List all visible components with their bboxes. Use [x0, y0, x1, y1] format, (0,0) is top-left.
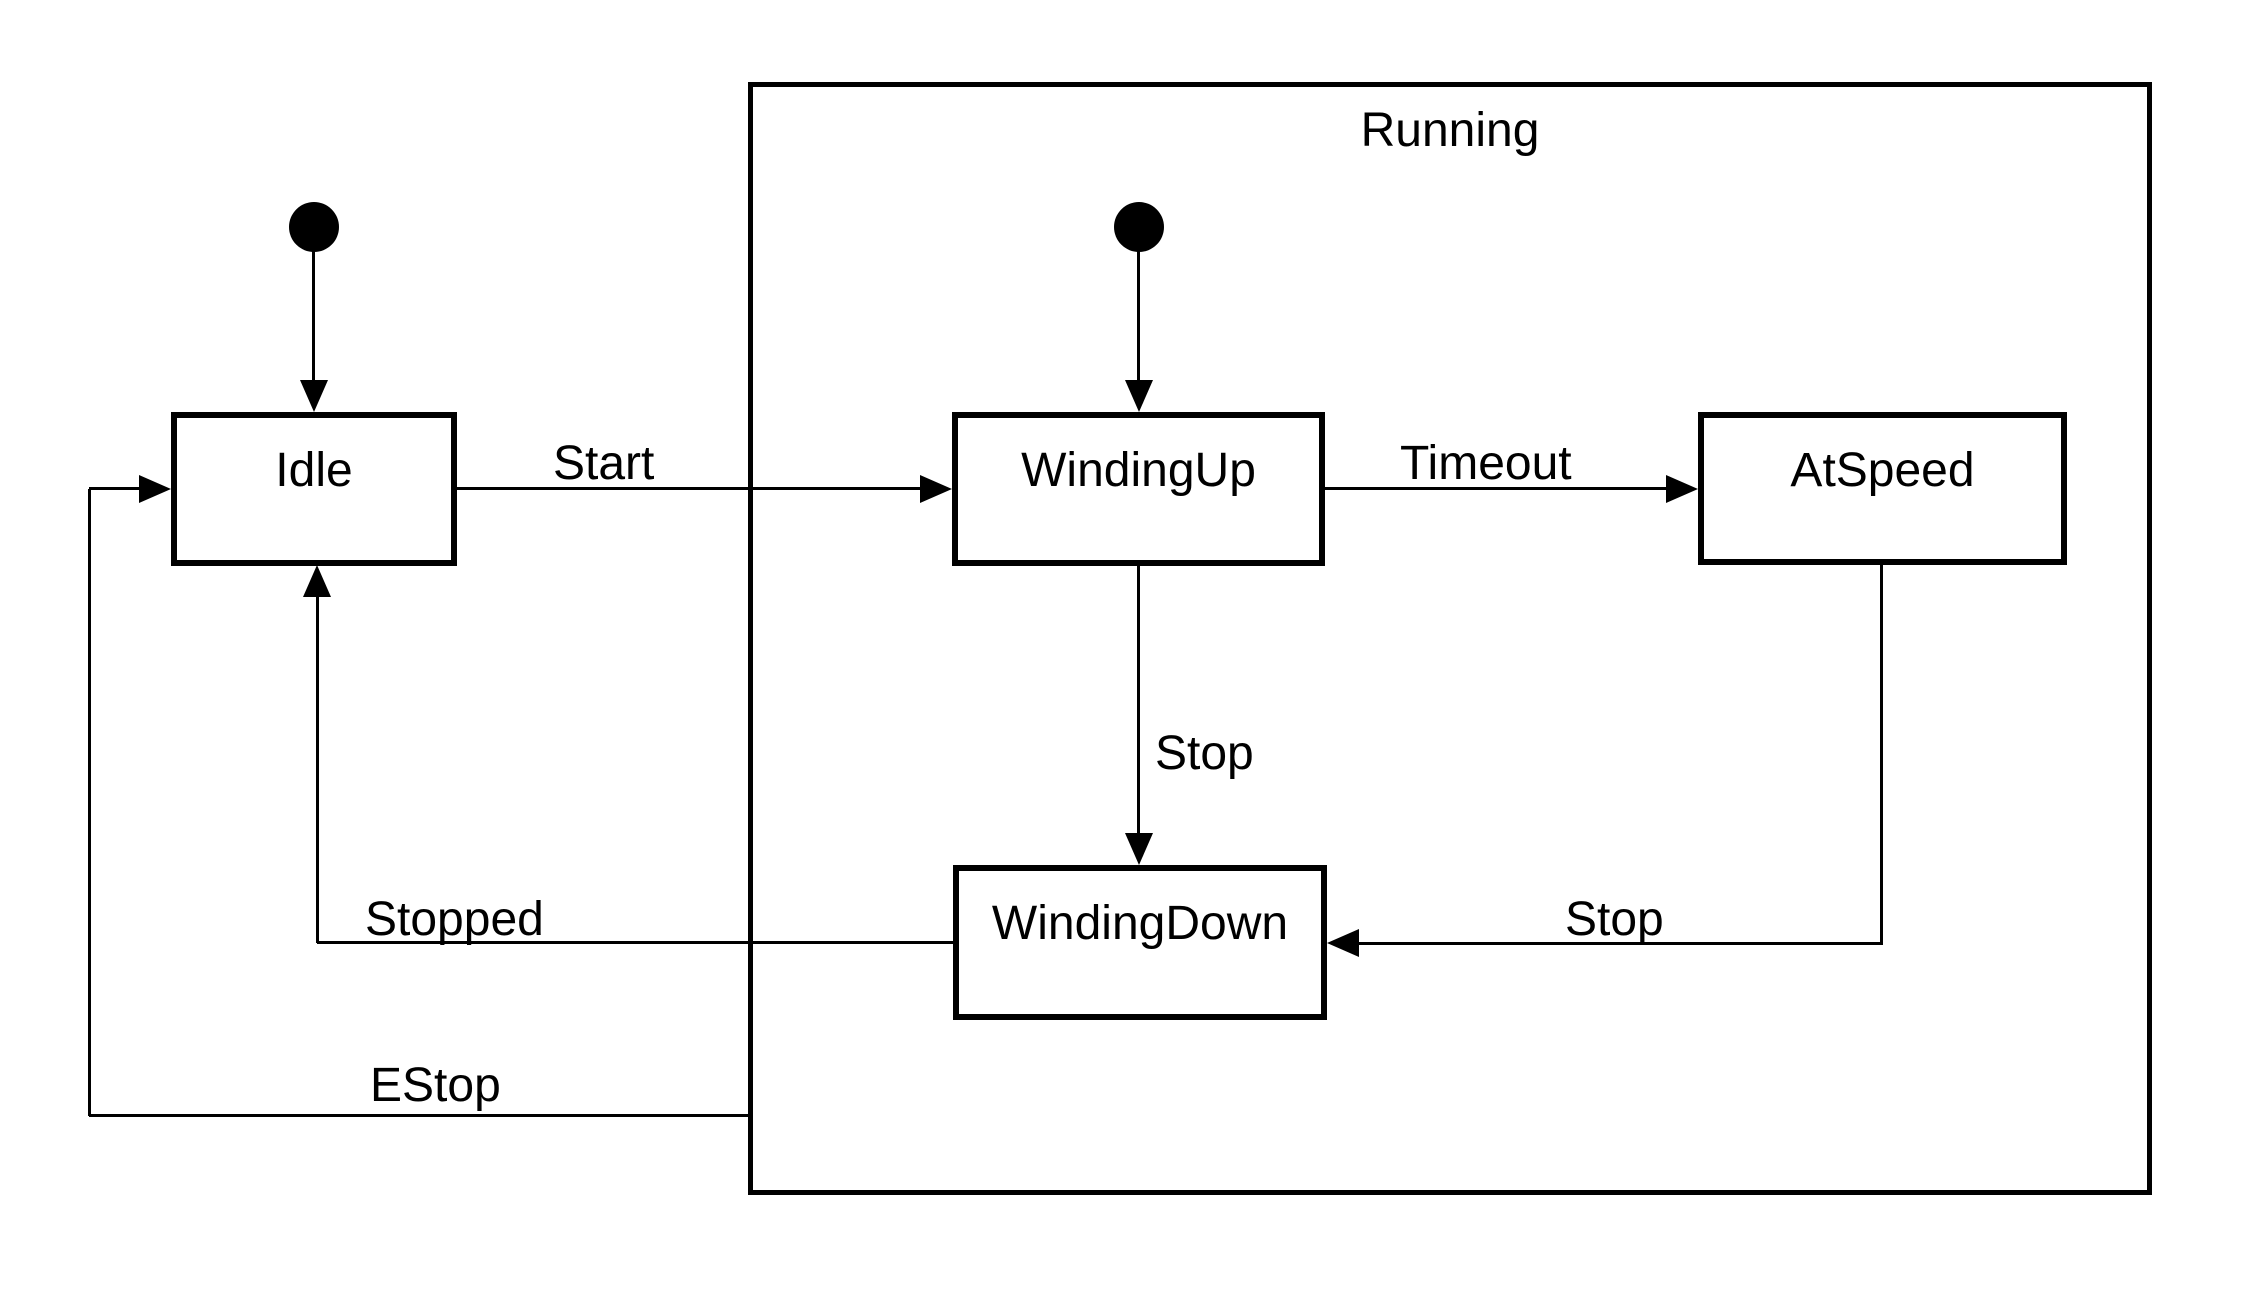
stopped-transition-line-horizontal	[317, 941, 953, 944]
stop-at-speed-transition-line-horizontal	[1359, 942, 1882, 945]
start-arrowhead	[920, 475, 952, 503]
running-superstate-box	[748, 82, 2152, 1195]
state-idle: Idle	[171, 412, 457, 566]
stop-at-speed-transition-line-vertical	[1880, 565, 1883, 945]
state-winding-up-label: WindingUp	[1021, 444, 1256, 497]
initial-state-dot-winding-up	[1114, 202, 1164, 252]
stopped-transition-label: Stopped	[365, 893, 544, 946]
state-at-speed: AtSpeed	[1698, 412, 2067, 565]
estop-transition-line-vertical	[88, 489, 91, 1116]
initial-idle-arrowhead	[300, 380, 328, 412]
timeout-transition-label: Timeout	[1400, 437, 1572, 490]
start-transition-label: Start	[553, 437, 655, 490]
state-at-speed-label: AtSpeed	[1790, 444, 1975, 497]
stop-winding-up-transition-label: Stop	[1155, 727, 1254, 780]
initial-winding-up-arrowhead	[1125, 380, 1153, 412]
start-transition-line	[457, 487, 920, 490]
stopped-arrowhead	[303, 565, 331, 597]
state-winding-up: WindingUp	[952, 412, 1325, 566]
stop-at-speed-arrowhead	[1327, 929, 1359, 957]
initial-state-dot-idle	[289, 202, 339, 252]
estop-transition-line-into-idle	[89, 487, 139, 490]
stopped-transition-line-vertical	[316, 595, 319, 943]
running-superstate-label: Running	[1360, 104, 1540, 157]
timeout-transition-line	[1325, 487, 1666, 490]
initial-idle-transition-line	[312, 248, 315, 382]
estop-arrowhead	[139, 475, 171, 503]
estop-transition-line-horizontal	[89, 1114, 748, 1117]
state-winding-down: WindingDown	[953, 865, 1327, 1020]
estop-transition-label: EStop	[370, 1059, 501, 1112]
stop-at-speed-transition-label: Stop	[1565, 893, 1664, 946]
stop-winding-up-transition-line	[1137, 565, 1140, 833]
state-winding-down-label: WindingDown	[991, 897, 1289, 950]
initial-winding-up-transition-line	[1137, 248, 1140, 382]
timeout-arrowhead	[1666, 475, 1698, 503]
stop-winding-up-arrowhead	[1125, 833, 1153, 865]
state-idle-label: Idle	[275, 444, 353, 497]
